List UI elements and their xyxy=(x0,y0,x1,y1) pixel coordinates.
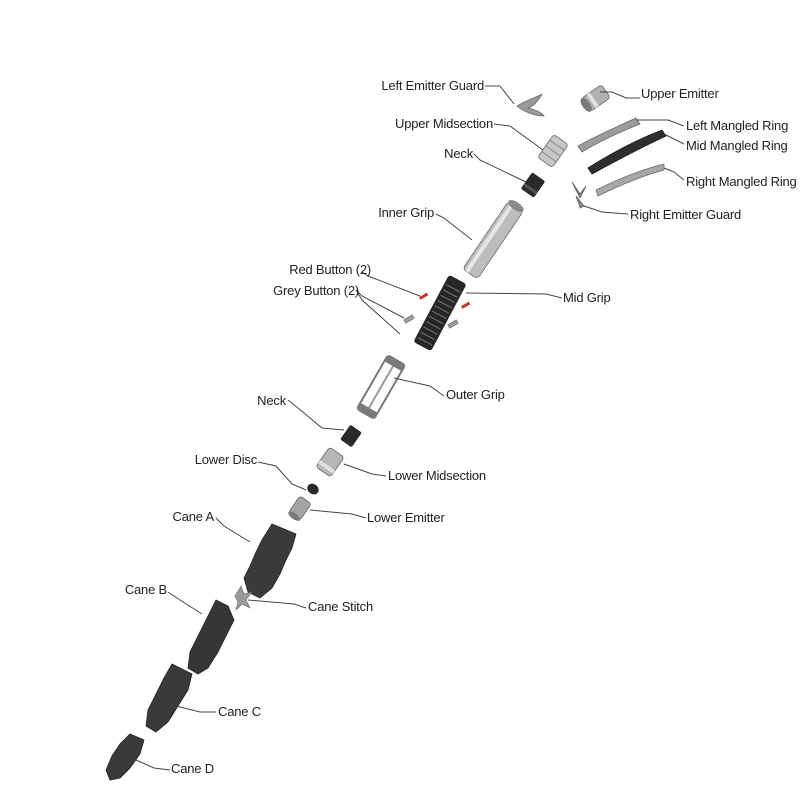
leader-neck-lower xyxy=(287,399,345,431)
leader-cane-a xyxy=(215,517,251,543)
label-right-mangled-ring: Right Mangled Ring xyxy=(686,174,797,189)
label-cane-d: Cane D xyxy=(171,761,214,776)
label-cane-stitch: Cane Stitch xyxy=(308,599,373,614)
label-cane-a: Cane A xyxy=(173,509,215,524)
label-lower-emitter: Lower Emitter xyxy=(367,510,445,525)
cane-d-part xyxy=(105,733,145,781)
red-button-parts xyxy=(419,292,471,309)
label-right-emitter-guard: Right Emitter Guard xyxy=(630,207,741,222)
label-neck-lower: Neck xyxy=(257,393,287,408)
right-mangled-ring-part xyxy=(595,163,665,197)
label-red-button: Red Button (2) xyxy=(289,262,371,277)
neck-lower-part xyxy=(340,425,362,447)
leader-lower-disc xyxy=(257,461,307,491)
leader-left-emitter-guard xyxy=(485,85,515,105)
left-emitter-guard-part xyxy=(516,93,545,117)
label-mid-grip: Mid Grip xyxy=(563,290,611,305)
mid-grip-part xyxy=(414,275,466,351)
leader-cane-b xyxy=(167,591,203,615)
label-neck-upper: Neck xyxy=(444,146,474,161)
lower-midsection-part xyxy=(316,447,344,477)
label-lower-disc: Lower Disc xyxy=(195,452,258,467)
leader-upper-midsection xyxy=(493,123,544,151)
leader-right-mangled-ring xyxy=(663,167,685,181)
label-left-emitter-guard: Left Emitter Guard xyxy=(381,78,484,93)
label-lower-midsection: Lower Midsection xyxy=(388,468,486,483)
leader-grey-button-1 xyxy=(355,289,405,319)
outer-grip-part xyxy=(356,355,406,419)
label-mid-mangled-ring: Mid Mangled Ring xyxy=(686,138,788,153)
leader-neck-upper xyxy=(473,153,527,183)
leader-lower-emitter xyxy=(309,509,367,519)
label-cane-c: Cane C xyxy=(218,704,261,719)
label-cane-b: Cane B xyxy=(125,582,167,597)
leader-mid-mangled-ring xyxy=(663,133,685,145)
right-emitter-guard-part xyxy=(571,181,587,209)
inner-grip-part xyxy=(463,199,524,278)
neck-upper-part xyxy=(521,173,545,197)
label-upper-midsection: Upper Midsection xyxy=(395,116,493,131)
leader-lower-midsection xyxy=(343,463,387,477)
leader-red-button xyxy=(361,271,421,297)
lower-emitter-part xyxy=(288,496,311,521)
leader-grey-button-2 xyxy=(355,289,401,335)
cane-b-part xyxy=(187,599,235,675)
left-mangled-ring-part xyxy=(577,117,641,153)
leader-inner-grip xyxy=(435,213,473,241)
grey-button-parts xyxy=(403,314,459,329)
lower-disc-part xyxy=(307,483,319,495)
cane-stitch-part xyxy=(234,585,253,611)
cane-a-part xyxy=(243,523,297,599)
leader-mid-grip xyxy=(465,292,563,299)
label-left-mangled-ring: Left Mangled Ring xyxy=(686,118,788,133)
label-grey-button: Grey Button (2) xyxy=(273,283,359,298)
leader-outer-grip xyxy=(393,377,445,397)
leader-left-mangled-ring xyxy=(636,119,685,127)
leader-right-emitter-guard xyxy=(583,205,629,215)
leader-cane-c xyxy=(175,705,216,713)
mid-mangled-ring-part xyxy=(587,129,667,175)
label-outer-grip: Outer Grip xyxy=(446,387,505,402)
label-inner-grip: Inner Grip xyxy=(378,205,434,220)
leader-cane-stitch xyxy=(247,599,307,609)
upper-emitter-part xyxy=(580,85,610,112)
label-upper-emitter: Upper Emitter xyxy=(641,86,719,101)
labels: Left Emitter Guard Upper Emitter Upper M… xyxy=(125,78,797,776)
leader-lines xyxy=(135,85,685,771)
parts xyxy=(105,85,667,781)
upper-midsection-part xyxy=(538,135,568,167)
leader-cane-d xyxy=(135,759,171,771)
leader-upper-emitter xyxy=(600,91,640,99)
cane-c-part xyxy=(145,663,193,733)
